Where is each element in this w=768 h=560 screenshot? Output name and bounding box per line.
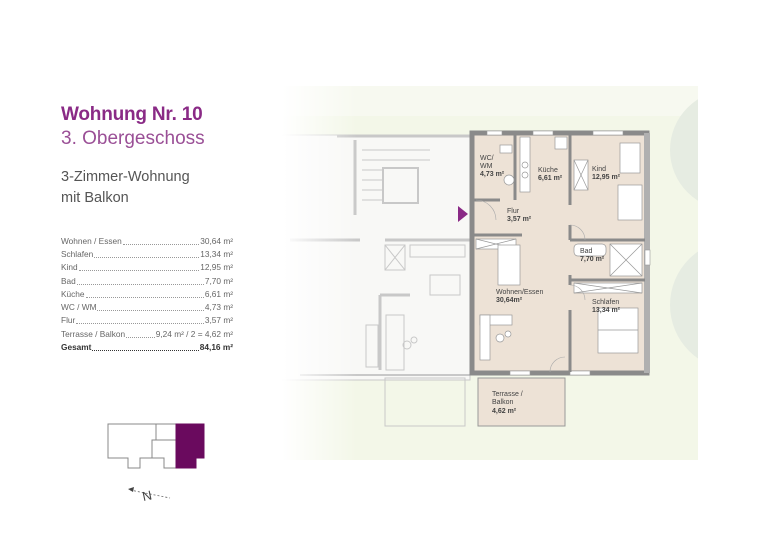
room-name-wc: WM (480, 163, 493, 170)
area-row: WC / WM 4,73 m² (61, 300, 233, 313)
area-value: 13,34 m² (200, 248, 233, 259)
room-area-kueche: 6,61 m² (538, 175, 563, 182)
area-value: 9,24 m² / 2 = 4,62 m² (155, 328, 233, 339)
svg-text:N: N (141, 487, 153, 504)
room-name-terrasse: Balkon (492, 399, 514, 406)
area-name: WC / WM (61, 302, 97, 313)
room-name-flur: Flur (507, 208, 520, 215)
apartment-plan: WC/ WM 4,73 m² Küche 6,61 m² Kind 12,95 … (469, 130, 651, 427)
total-value: 84,16 m² (199, 342, 233, 353)
room-area-flur: 3,57 m² (507, 216, 532, 223)
area-name: Bad (61, 275, 76, 286)
floor-plan: WC/ WM 4,73 m² Küche 6,61 m² Kind 12,95 … (282, 86, 698, 460)
area-value: 30,64 m² (200, 235, 233, 246)
area-name: Schlafen (61, 248, 94, 259)
area-value: 12,95 m² (200, 262, 233, 273)
area-name: Küche (61, 288, 85, 299)
area-row: Terrasse / Balkon 9,24 m² / 2 = 4,62 m² (61, 327, 233, 340)
apartment-type: 3-Zimmer-Wohnung mit Balkon (61, 167, 190, 209)
floor-subtitle: 3. Obergeschoss (61, 128, 205, 149)
area-value: 6,61 m² (204, 288, 233, 299)
room-name-wohnen: Wohnen/Essen (496, 289, 543, 296)
area-value: 3,57 m² (204, 315, 233, 326)
area-row: Kind 12,95 m² (61, 261, 233, 274)
room-area-kind: 12,95 m² (592, 174, 621, 181)
apartment-title: Wohnung Nr. 10 (61, 104, 203, 125)
room-area-wohnen: 30,64m² (496, 297, 523, 304)
room-name-terrasse: Terrasse / (492, 391, 523, 398)
area-row: Küche 6,61 m² (61, 287, 233, 300)
area-row: Wohnen / Essen 30,64 m² (61, 234, 233, 247)
room-name-wc: WC/ (480, 155, 494, 162)
area-name: Kind (61, 262, 78, 273)
room-area-schlafen: 13,34 m² (592, 307, 621, 314)
entrance-arrow-icon (458, 206, 468, 222)
area-row: Flur 3,57 m² (61, 314, 233, 327)
room-area-wc: 4,73 m² (480, 171, 505, 178)
area-name: Wohnen / Essen (61, 235, 122, 246)
room-name-kind: Kind (592, 166, 606, 173)
highlighted-unit (175, 423, 205, 469)
room-name-kueche: Küche (538, 167, 558, 174)
area-row: Schlafen 13,34 m² (61, 247, 233, 260)
area-name: Terrasse / Balkon (61, 328, 126, 339)
area-row: Bad 7,70 m² (61, 274, 233, 287)
key-plan (107, 423, 205, 469)
tree-icon (670, 251, 698, 359)
total-name: Gesamt (61, 342, 92, 353)
tree-icon (670, 99, 698, 201)
balcony (477, 377, 566, 427)
area-total-row: Gesamt 84,16 m² (61, 340, 233, 353)
room-name-bad: Bad (580, 248, 593, 255)
room-area-terrasse: 4,62 m² (492, 408, 517, 415)
north-arrow-icon: N (128, 487, 171, 504)
room-name-schlafen: Schlafen (592, 299, 619, 306)
apartment-type-line1: 3-Zimmer-Wohnung (61, 169, 190, 185)
area-value: 4,73 m² (204, 302, 233, 313)
area-name: Flur (61, 315, 76, 326)
room-area-bad: 7,70 m² (580, 256, 605, 263)
area-value: 7,70 m² (204, 275, 233, 286)
apartment-type-line2: mit Balkon (61, 190, 129, 206)
